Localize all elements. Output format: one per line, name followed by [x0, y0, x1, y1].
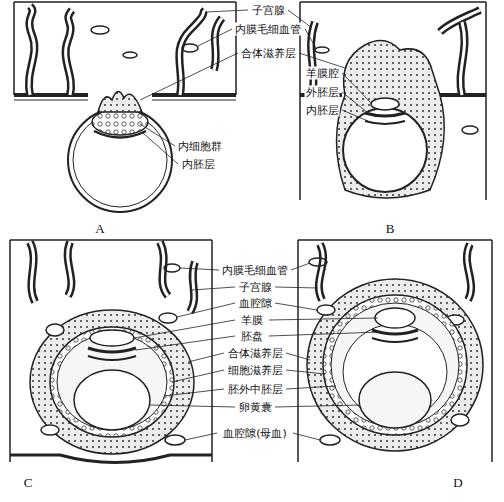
panel-letter: A — [94, 222, 105, 235]
mesoderm-label: 胚外中胚层 — [227, 383, 284, 396]
trophoblast-label: 合体滋养层 — [240, 47, 297, 60]
capillary-label: 内膜毛细血管 — [221, 264, 289, 277]
layer-label: 内胚层 — [181, 158, 216, 171]
lacuna-label: 血腔隙(母血) — [222, 427, 288, 440]
panel-letter: D — [452, 476, 463, 489]
trophoblast-label: 合体滋养层 — [227, 347, 284, 360]
disc-label: 胚盘 — [240, 330, 264, 343]
trophoblast-label: 细胞滋养层 — [227, 364, 284, 377]
yolk-sac-label: 卵黄囊 — [238, 401, 273, 414]
capillary-label: 内膜毛细血管 — [234, 23, 302, 36]
layer-label: 外胚层 — [305, 86, 340, 99]
gland-label: 子宫腺 — [251, 4, 286, 17]
cavity-label: 羊膜腔 — [305, 67, 340, 80]
mass-label: 内细胞群 — [177, 140, 223, 153]
gland-label: 子宫腺 — [238, 281, 273, 294]
panel-letter: C — [23, 476, 34, 489]
amnion-label: 羊膜 — [240, 314, 264, 327]
panel-letter: B — [385, 222, 396, 235]
lacuna-label: 血腔隙 — [238, 297, 273, 310]
layer-label: 内胚层 — [305, 104, 340, 117]
